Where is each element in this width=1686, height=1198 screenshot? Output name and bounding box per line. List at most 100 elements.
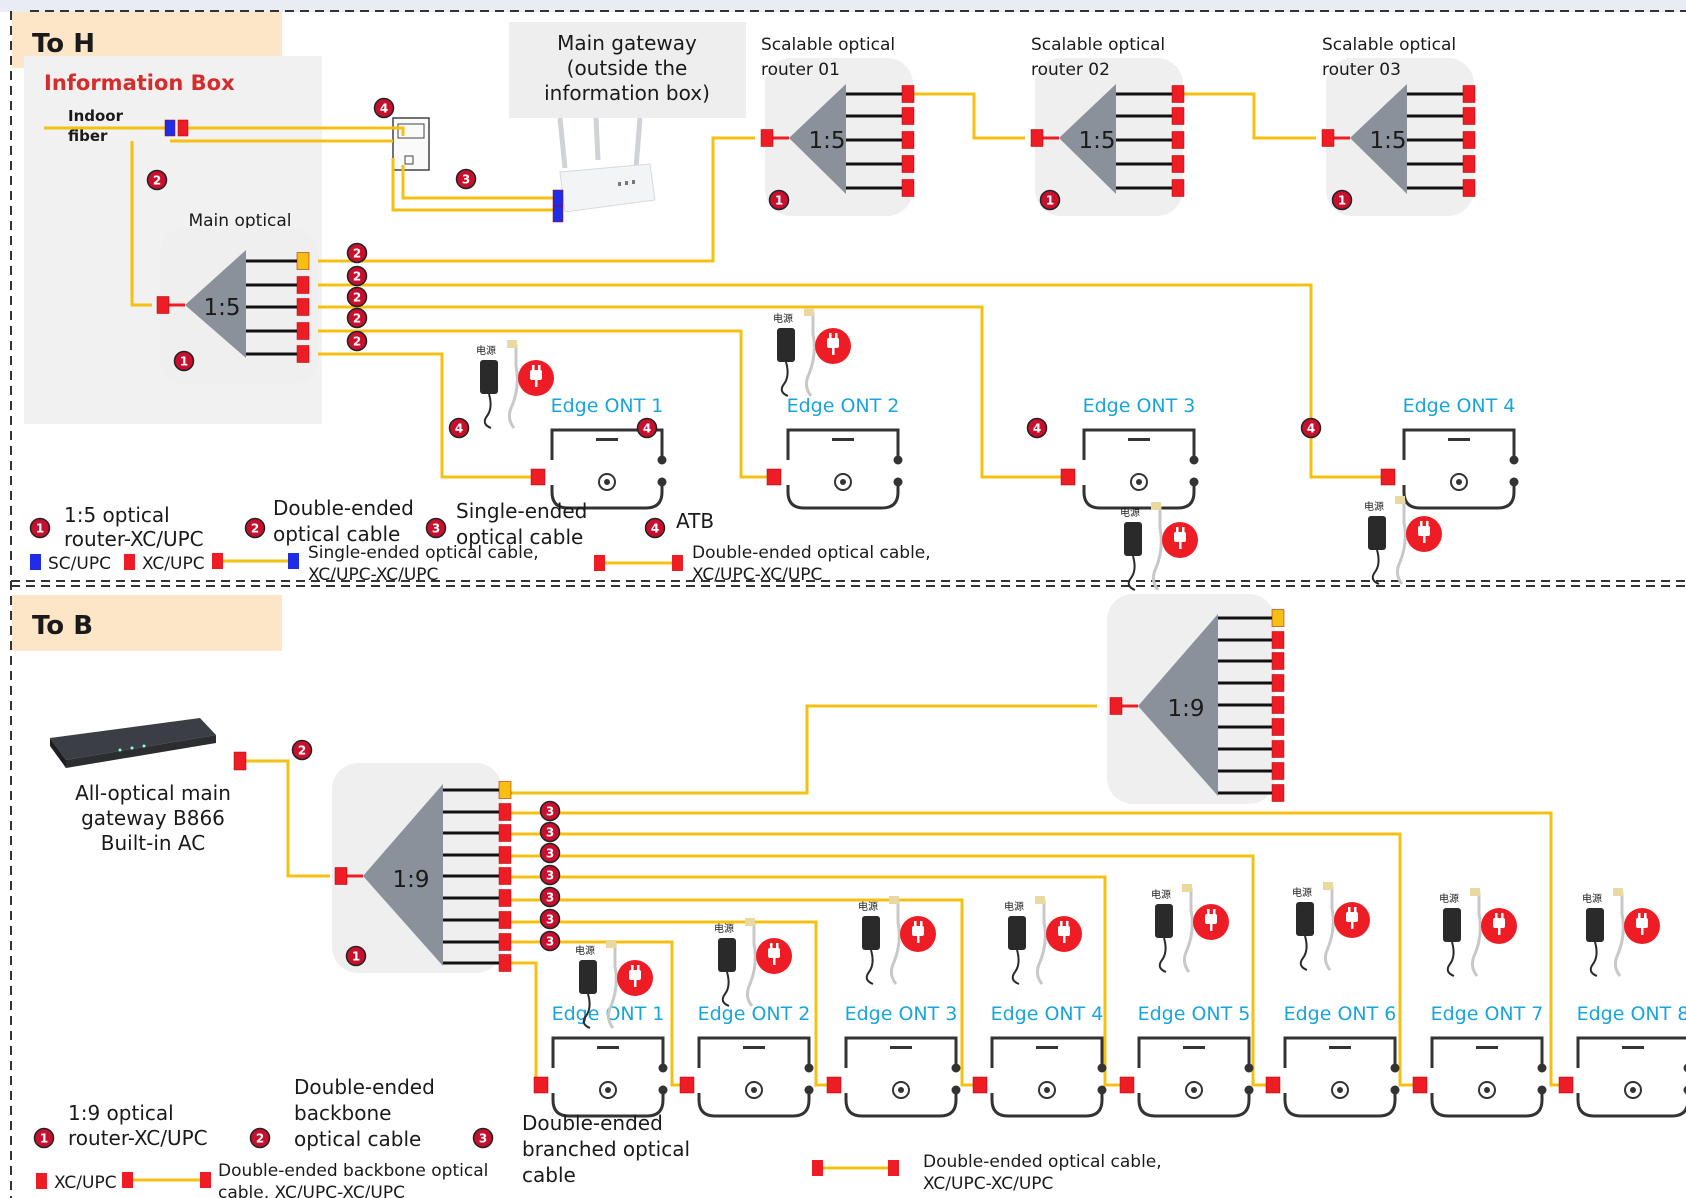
plug-tail (773, 958, 776, 965)
badge-circle (244, 517, 266, 539)
power-adapter-icon: 电源 (714, 918, 792, 1007)
adapter-cord (721, 971, 730, 1007)
adapter-cord (1299, 935, 1308, 971)
optical-cable (505, 898, 980, 1087)
plug-prong (1182, 527, 1185, 533)
xc-upc-connector (1271, 740, 1285, 758)
xc-upc-connector (1171, 107, 1185, 125)
label-line: Scalable optical (1322, 35, 1456, 55)
adapter-plug-head (1323, 882, 1333, 890)
plug-prong (1495, 913, 1498, 919)
xc-upc-connector (1558, 1076, 1574, 1094)
plug-prong (532, 365, 535, 371)
adapter-plug-head (889, 896, 899, 904)
ont-body-bottom (1430, 1093, 1544, 1118)
number-badge-3: 3 (539, 842, 561, 864)
xc-upc-connector (901, 85, 915, 103)
ont-side-port (1509, 477, 1519, 487)
optical-cable (505, 940, 687, 1087)
badge-circle (346, 265, 368, 287)
legend-h-xc: XC/UPC (142, 554, 205, 574)
adapter-cable (1035, 900, 1047, 985)
adapter-body (718, 938, 736, 972)
badge-number: 3 (546, 891, 554, 905)
number-badge-3: 3 (539, 864, 561, 886)
adapter-cord (1371, 549, 1380, 585)
ont-side-port (1683, 1063, 1686, 1073)
xc-upc-connector (826, 1076, 842, 1094)
optical-cable (303, 305, 1068, 479)
edge-ont-h-3: Edge ONT 3 (1082, 395, 1199, 510)
number-badge-2: 2 (249, 1127, 271, 1149)
ont-label: Edge ONT 5 (1138, 1003, 1251, 1025)
xc-upc-connector (1462, 107, 1476, 125)
power-adapter-icon: 电源 (773, 308, 851, 397)
ont-side-port (1189, 455, 1199, 465)
secondary-1to9-splitter: 1:9 (1107, 594, 1285, 804)
adapter-cord (1127, 555, 1136, 591)
ont-side-port (1189, 477, 1199, 487)
badge-circle (29, 517, 51, 539)
badge-circle (644, 517, 666, 539)
number-badge-4: 4 (448, 417, 470, 439)
badge-circle (346, 330, 368, 352)
ont-port-icon (598, 473, 616, 491)
yellow-connector (498, 781, 512, 799)
power-label: 电源 (575, 944, 595, 957)
xc-upc-connector (498, 846, 512, 864)
adapter-cable (606, 944, 618, 1029)
ont-body (990, 1036, 1104, 1068)
optical-cable (505, 704, 1097, 795)
ont-port-icon (1450, 473, 1468, 491)
label-line: Scalable optical (761, 35, 895, 55)
plug-prong (1207, 909, 1210, 915)
ont-port-dot (840, 479, 846, 485)
ont-label: Edge ONT 7 (1431, 1003, 1544, 1025)
plug-icon (1193, 904, 1229, 940)
legend-xc-swatch (124, 554, 135, 570)
ont-body (1082, 428, 1196, 460)
badge-circle (33, 1127, 55, 1149)
adapter-body (777, 328, 795, 362)
ont-port-icon (834, 473, 852, 491)
badge-number: 4 (1033, 422, 1041, 436)
adapter-cable (1470, 892, 1482, 977)
plug-tail (1498, 928, 1501, 935)
number-badge-2: 2 (346, 242, 368, 264)
scalable-router-03: 1:5 (1321, 58, 1476, 216)
legend-b-xc: XC/UPC (54, 1173, 117, 1193)
optical-cable (1178, 92, 1316, 140)
badge-number: 4 (651, 522, 659, 536)
ont-port-icon (1478, 1081, 1496, 1099)
b866-gateway-device (50, 718, 216, 768)
ont-led (832, 438, 854, 441)
power-adapter-icon: 电源 (1364, 496, 1442, 585)
xc-upc-connector (1271, 652, 1285, 670)
xc-upc-connector (498, 867, 512, 885)
number-badge-1: 1 (1039, 189, 1061, 211)
plug-prong (631, 965, 634, 971)
edge-ont-b-7: Edge ONT 7 (1430, 1003, 1547, 1118)
power-adapter-icon: 电源 (858, 896, 936, 985)
ont-label: Edge ONT 4 (991, 1003, 1104, 1025)
optical-cable (303, 283, 1388, 479)
splitter-triangle (185, 250, 246, 358)
plug-icon (518, 360, 554, 396)
badge-number: 2 (153, 174, 161, 188)
plug-prong (914, 921, 917, 927)
adapter-plug-head (1035, 896, 1045, 904)
ont-led (596, 438, 618, 441)
ont-side-port (1097, 1063, 1107, 1073)
adapter-cable (1395, 500, 1407, 585)
xc-upc-connector (498, 803, 512, 821)
edge-ont-b-2: Edge ONT 2 (697, 1003, 814, 1118)
plug-icon (1624, 908, 1660, 944)
adapter-body (579, 960, 597, 994)
xc-upc-connector (1171, 85, 1185, 103)
ont-port-dot (1044, 1087, 1050, 1093)
